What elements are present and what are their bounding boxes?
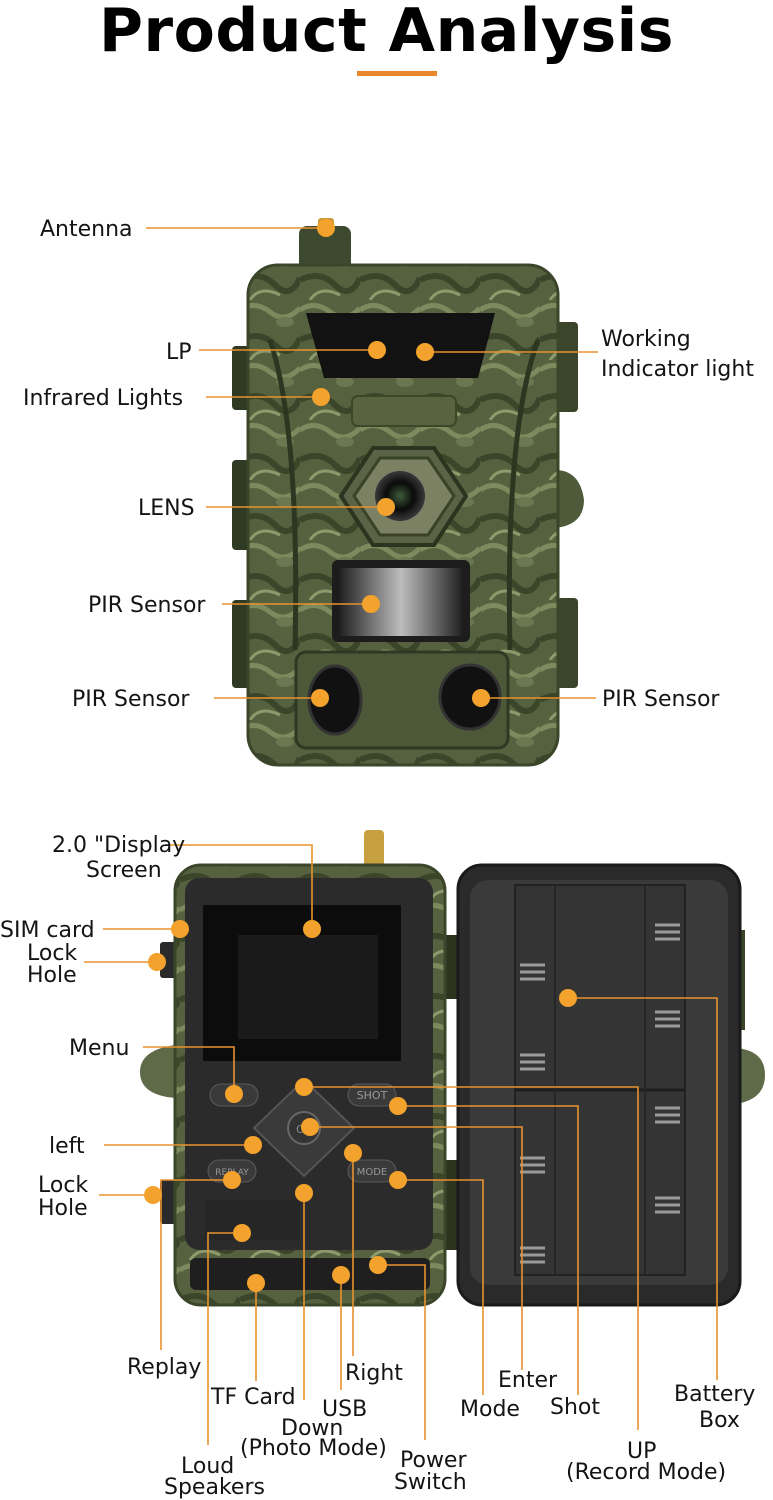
battery-door (456, 863, 765, 1307)
label-loud-1: Loud (181, 1454, 234, 1479)
label-pir-left: PIR Sensor (72, 687, 190, 712)
battery-box (514, 884, 686, 1276)
callout-lines (84, 227, 718, 1445)
label-lp: LP (166, 340, 192, 365)
label-up-2: (Record Mode) (566, 1460, 726, 1485)
label-power-2: Switch (394, 1470, 467, 1495)
label-usb: USB (322, 1397, 367, 1422)
label-lock2-1: Lock (38, 1173, 88, 1198)
label-display-2: Screen (86, 858, 162, 883)
label-down-1: Down (281, 1416, 343, 1441)
label-battery-2: Box (699, 1408, 740, 1433)
pir-right-sensor (438, 663, 502, 731)
infrared-window (306, 313, 495, 378)
shot-button-label: SHOT (357, 1089, 388, 1102)
label-shot: Shot (550, 1395, 600, 1420)
label-mode: Mode (460, 1397, 520, 1422)
label-working-1: Working (601, 327, 691, 352)
label-lens: LENS (138, 496, 195, 521)
label-left: left (49, 1134, 85, 1159)
mode-button-label: MODE (357, 1167, 388, 1178)
label-lock1-1: Lock (27, 941, 77, 966)
label-down-2: (Photo Mode) (240, 1436, 387, 1461)
back-camera: M SHOT REPLAY MODE OK (140, 830, 464, 1307)
label-battery-1: Battery (674, 1382, 755, 1407)
pir-left-sensor (307, 664, 363, 736)
label-enter: Enter (498, 1368, 558, 1393)
label-tf: TF Card (210, 1385, 296, 1410)
label-lock2-2: Hole (38, 1196, 88, 1221)
label-lock1-2: Hole (27, 963, 77, 988)
pir-middle-sensor (340, 568, 462, 636)
label-replay: Replay (127, 1355, 201, 1380)
label-power-1: Power (400, 1448, 467, 1473)
label-menu: Menu (69, 1036, 129, 1061)
title-underline (357, 71, 437, 76)
label-antenna: Antenna (40, 217, 133, 242)
label-working-2: Indicator light (601, 357, 754, 382)
label-sim: SIM card (0, 918, 95, 943)
callout-dots (144, 219, 577, 1292)
label-infrared: Infrared Lights (23, 386, 183, 411)
label-up-1: UP (627, 1439, 656, 1464)
mode-button[interactable] (347, 1159, 397, 1183)
label-display-1: 2.0 "Display (52, 833, 185, 858)
label-pir-right: PIR Sensor (602, 687, 720, 712)
callout-labels: Antenna LP Working Indicator light Infra… (0, 217, 755, 1500)
speaker-grille (205, 1200, 300, 1240)
label-pir-middle: PIR Sensor (88, 593, 206, 618)
label-right: Right (345, 1361, 403, 1386)
front-camera (232, 218, 584, 767)
label-loud-2: Speakers (164, 1475, 265, 1500)
shot-button[interactable] (347, 1083, 397, 1107)
page-title: Product Analysis (99, 0, 674, 66)
